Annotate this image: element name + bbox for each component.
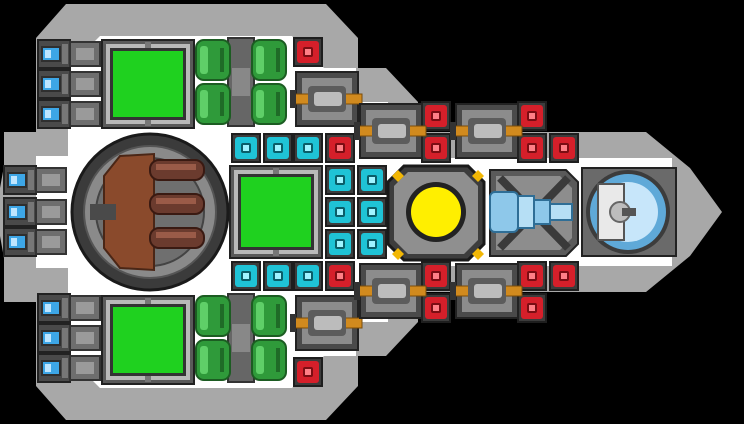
cyan-cell [231,261,261,291]
thruster [37,39,101,69]
computer-screen [229,165,323,259]
cyan-cell [293,261,323,291]
ion-engine [489,169,579,257]
cyan-cell [263,261,293,291]
cannon-turret [354,263,427,319]
red-cell [421,293,451,323]
reactor-core [386,164,486,262]
cyan-cell [325,197,355,227]
computer-screen [101,295,195,385]
cannon-turret [290,295,363,351]
thruster [37,293,101,323]
cyan-cell [231,133,261,163]
fuel-tank-cluster [195,293,287,383]
thruster [37,69,101,99]
generator [70,132,230,292]
cannon-turret [290,71,363,127]
cannon-turret [450,263,523,319]
cyan-cell [325,165,355,195]
cyan-cell [357,229,387,259]
fuel-tank-cluster [195,37,287,127]
cyan-cell [357,197,387,227]
computer-screen [101,39,195,129]
red-cell [421,261,451,291]
red-cell [421,133,451,163]
red-cell [549,261,579,291]
red-cell [517,101,547,131]
thruster [37,99,101,129]
cannon-turret [354,103,427,159]
cyan-cell [357,165,387,195]
red-cell [517,133,547,163]
cyan-cell [263,133,293,163]
cyan-cell [325,229,355,259]
red-cell [325,133,355,163]
thruster [37,323,101,353]
cockpit [581,167,677,257]
red-cell [517,261,547,291]
red-cell [325,261,355,291]
cannon-turret [450,103,523,159]
red-cell [517,293,547,323]
cyan-cell [293,133,323,163]
red-cell [421,101,451,131]
red-cell [549,133,579,163]
red-cell [293,357,323,387]
red-cell [293,37,323,67]
thruster [3,227,67,257]
thruster [3,197,67,227]
thruster [37,353,101,383]
thruster [3,165,67,195]
